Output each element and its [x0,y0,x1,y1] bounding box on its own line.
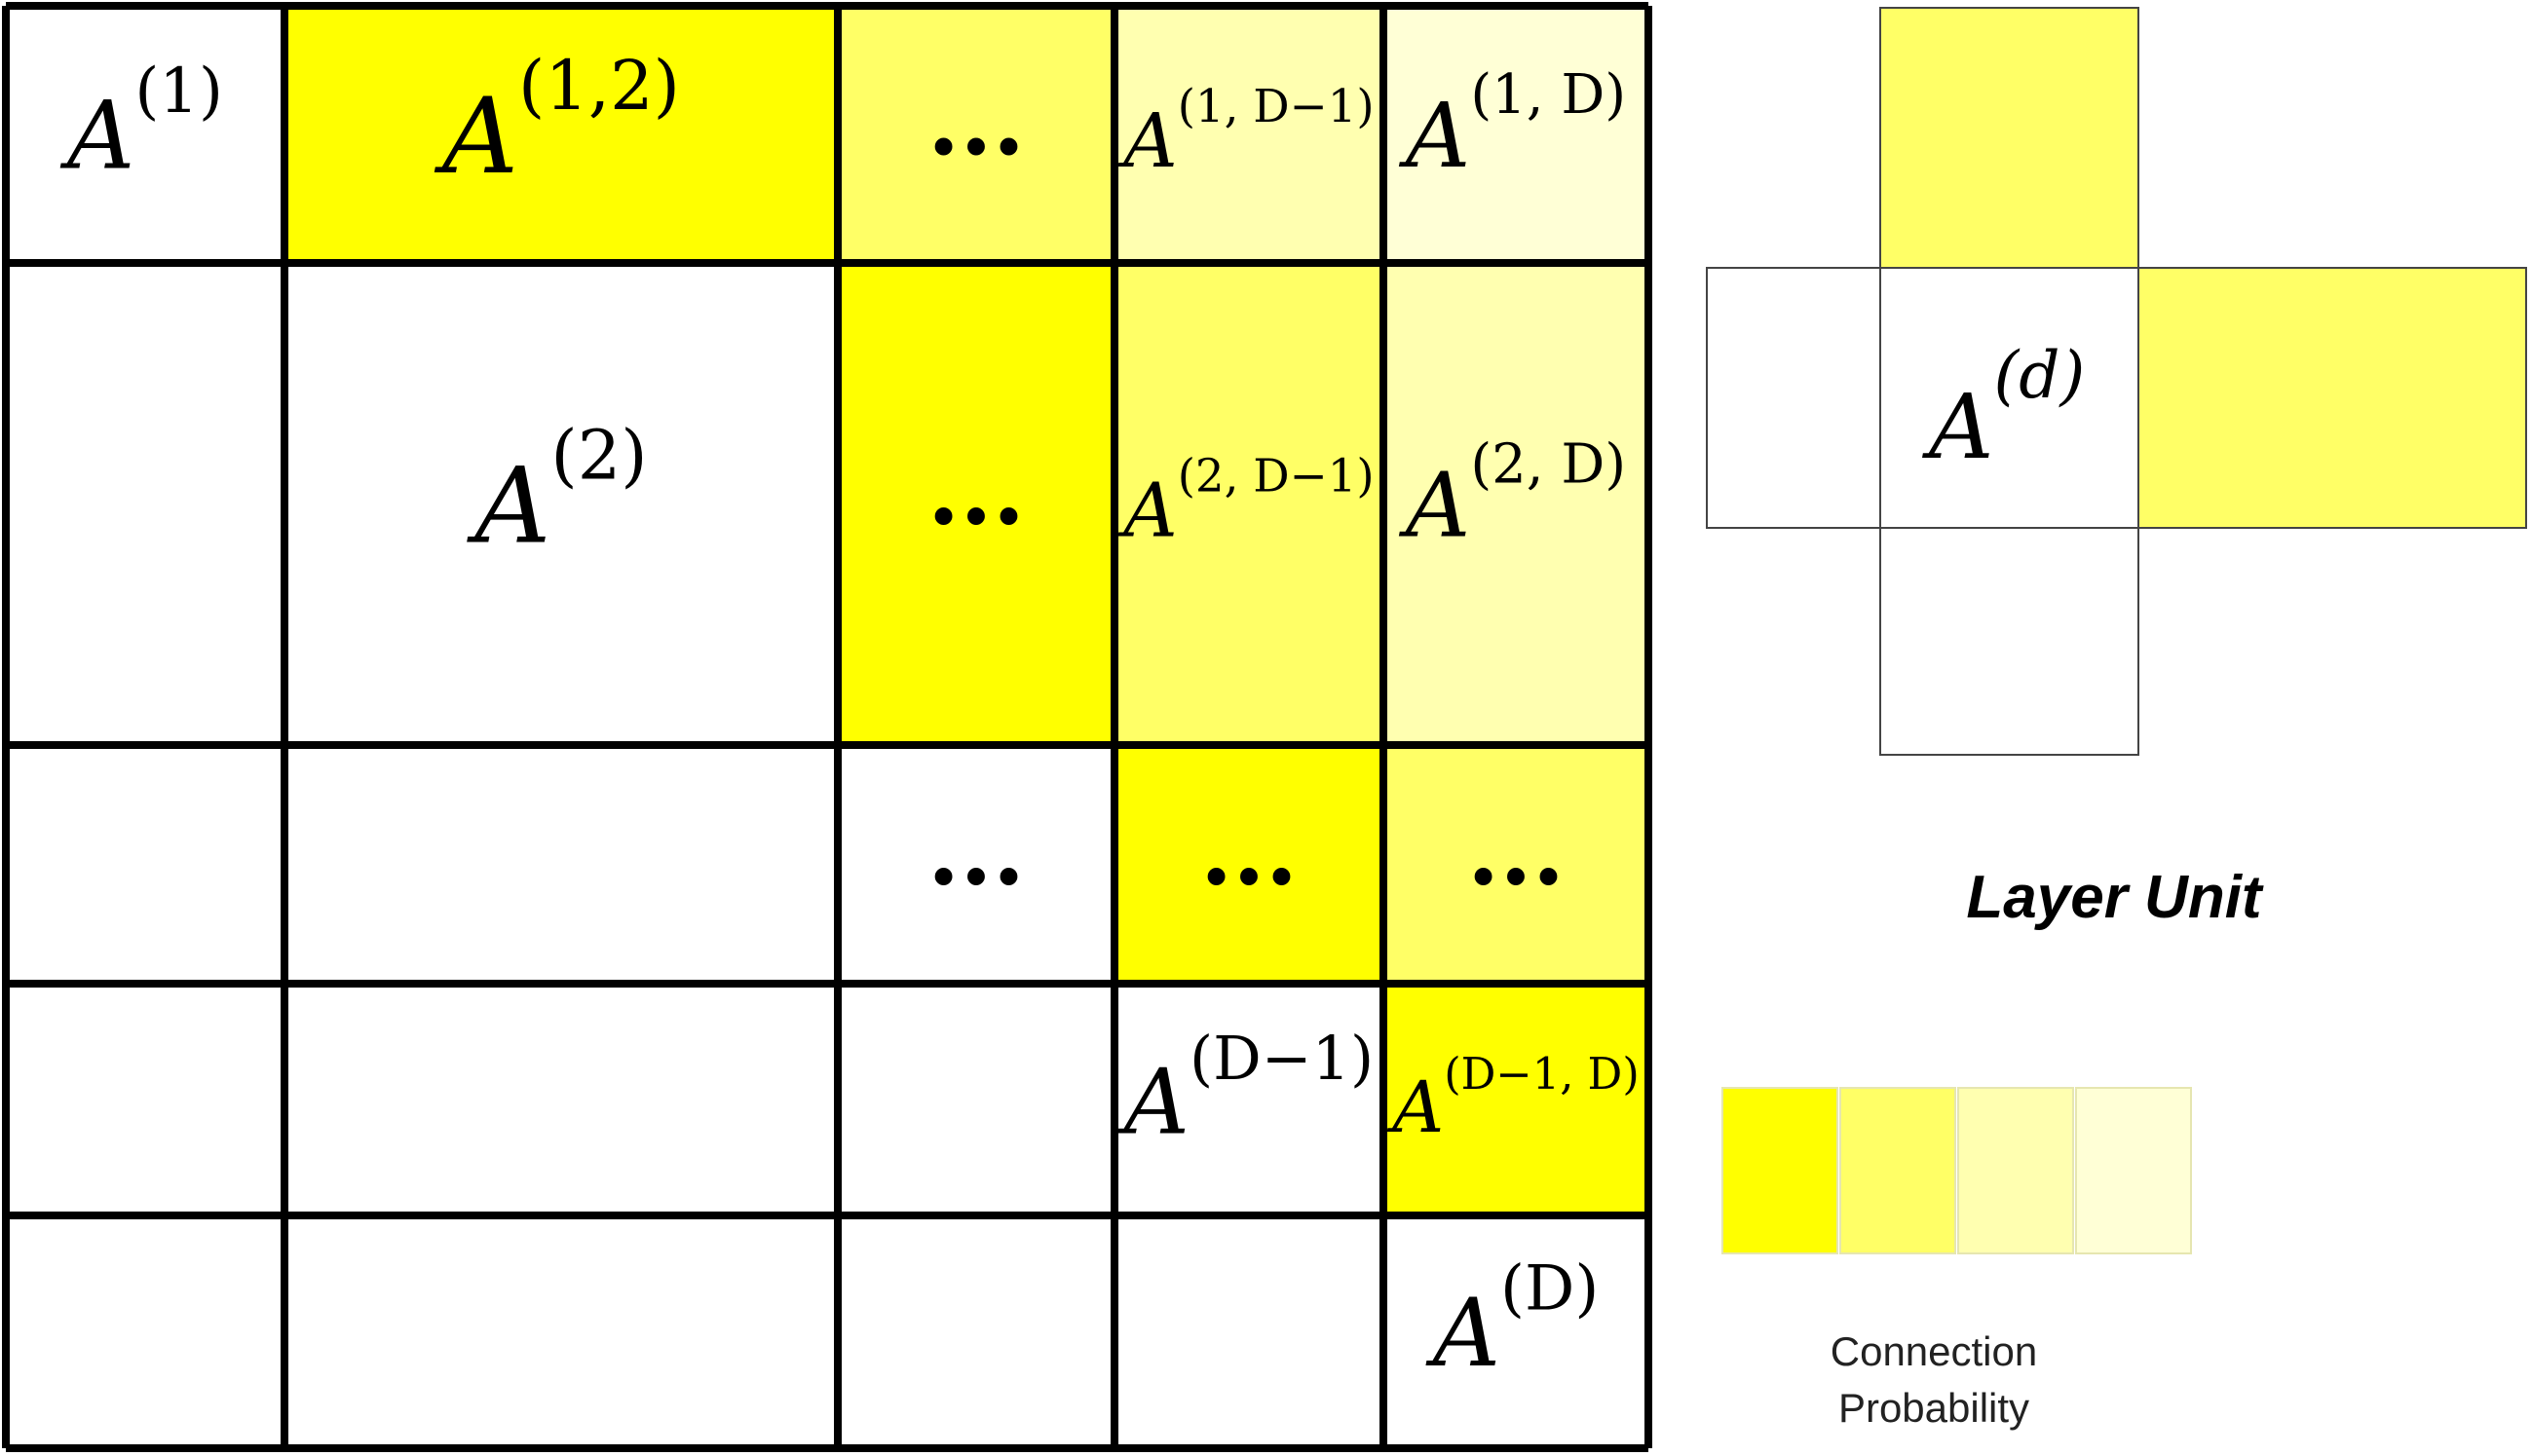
matrix-label-r4-c4: A(D−1) [1116,1024,1374,1155]
matrix-labels: A(1) A(1,2)... A(1, D−1)A(1, D) A(2)... A(2,… [59,46,1640,1388]
matrix-cell-r3-c2 [284,745,838,984]
matrix-label-r1-c4: A(1, D−1) [1117,81,1374,185]
legend-swatch-1 [1721,1087,1838,1254]
legend-caption-line1: Connection [1831,1328,2037,1374]
legend-swatch-4 [2075,1087,2192,1254]
layer-unit-center-label: A(d) [1921,338,2085,479]
matrix-cell-r1-c4 [1114,6,1383,263]
layer-unit-right-cell [2137,267,2527,529]
matrix-label-r2-c4: A(2, D−1) [1117,451,1374,555]
matrix-cell-r5-c3 [838,1215,1114,1448]
matrix-cell-r2-c5 [1383,263,1648,745]
layer-unit-left-cell [1706,267,1881,529]
matrix-ellipsis-r3-c4: ... [1200,797,1298,907]
layer-unit-title: Layer Unit [1966,864,2264,931]
matrix-label-r1-c5: A(1, D) [1398,63,1626,188]
layer-unit-center-base: A [1921,375,1993,479]
matrix-cell-r3-c4 [1114,745,1383,984]
layer-unit-top-cell [1879,7,2139,269]
layer-unit-bottom-cell [1879,527,2139,756]
matrix-cell-r1-c5 [1383,6,1648,263]
matrix-label-r1-c1: A(1) [59,56,223,191]
matrix-label-r4-c5: A(D−1, D) [1386,1049,1640,1149]
matrix-cell-r3-c3 [838,745,1114,984]
matrix-cell-r5-c5 [1383,1215,1648,1448]
matrix-label-r2-c2: A(2) [466,416,647,568]
matrix-cell-r1-c3 [838,6,1114,263]
matrix-cell-r5-c4 [1114,1215,1383,1448]
matrix-cell-r5-c1 [6,1215,284,1448]
matrix-ellipsis-r3-c5: ... [1467,797,1565,907]
layer-unit-cross: A(d) [1706,7,2527,756]
matrix-ellipsis-r1-c3: ... [927,66,1025,176]
matrix-cell-r4-c1 [6,984,284,1215]
matrix-cell-r4-c2 [284,984,838,1215]
matrix-cells [6,6,1648,1448]
matrix-cell-r1-c1 [6,6,284,263]
connection-probability-legend [1721,1087,2192,1254]
matrix-cell-r4-c4 [1114,984,1383,1215]
matrix-grid [2,2,1652,1452]
matrix-cell-r2-c2 [284,263,838,745]
layer-unit-center-sup: (d) [1993,338,2085,413]
legend-swatch-3 [1957,1087,2074,1254]
matrix-ellipsis-r3-c3: ... [927,797,1025,907]
legend-swatch-2 [1839,1087,1956,1254]
matrix-cell-r5-c2 [284,1215,838,1448]
matrix-cell-r2-c4 [1114,263,1383,745]
matrix-cell-r1-c2 [284,6,838,263]
matrix-label-r1-c2: A(1,2) [434,46,680,198]
matrix-cell-r3-c1 [6,745,284,984]
matrix-cell-r3-c5 [1383,745,1648,984]
matrix-label-r5-c5: A(D) [1425,1252,1600,1388]
matrix-cell-r4-c5 [1383,984,1648,1215]
matrix-cell-r2-c3 [838,263,1114,745]
matrix-cell-r2-c1 [6,263,284,745]
matrix-cell-r4-c3 [838,984,1114,1215]
legend-caption-line2: Probability [1838,1385,2029,1431]
matrix-label-r2-c5: A(2, D) [1398,432,1626,557]
matrix-ellipsis-r2-c3: ... [927,436,1025,546]
